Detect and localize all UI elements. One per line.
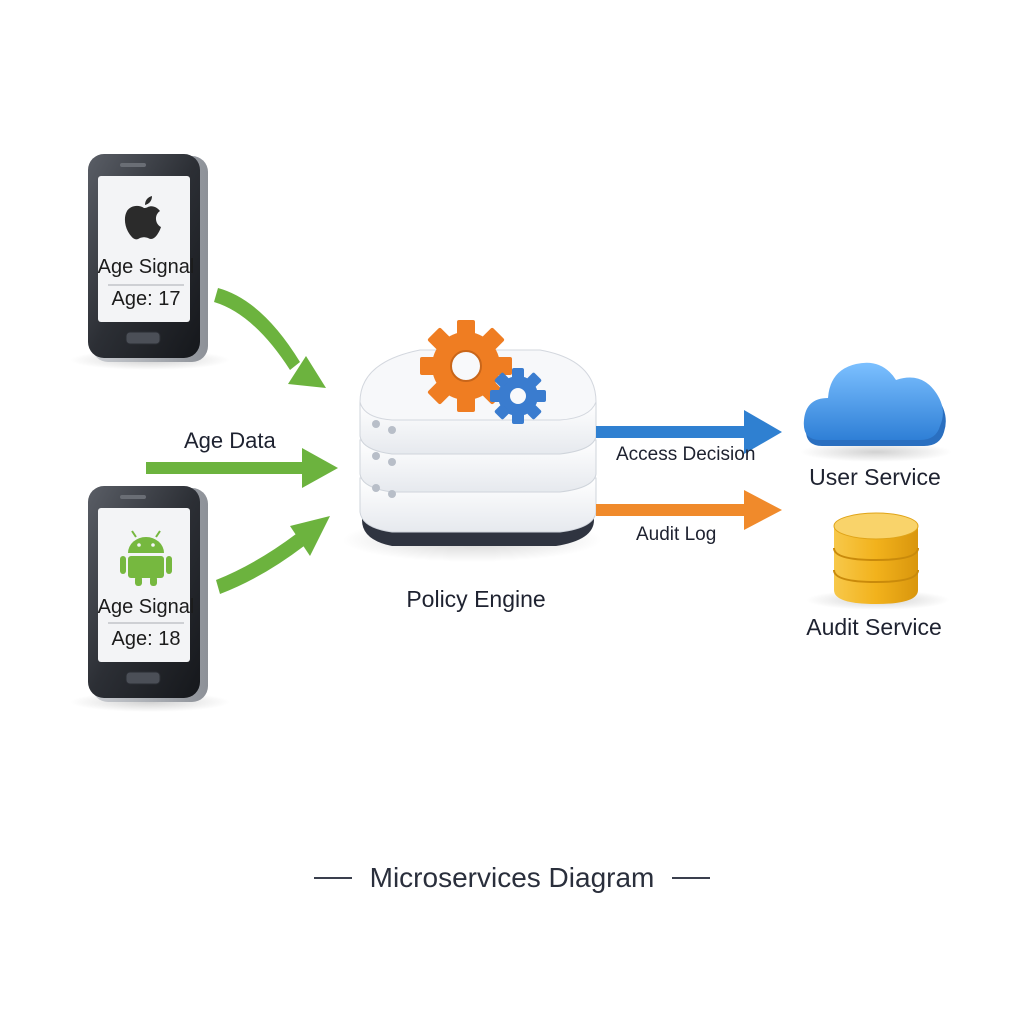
access-decision-arrow: [596, 410, 782, 454]
blue-gear-icon: [490, 368, 546, 424]
access-decision-label: Access Decision: [616, 444, 756, 465]
user-service-label: User Service: [809, 464, 941, 490]
audit-log-arrow: [596, 490, 782, 530]
arrow-age-data-head: [302, 448, 338, 488]
arrow-ios-to-engine-head: [288, 356, 326, 388]
orange-gear-icon: [420, 320, 512, 412]
diagram-title: Microservices Diagram: [369, 862, 655, 893]
audit-log-label: Audit Log: [636, 524, 717, 545]
diagram-title-bar: Microservices Diagram: [0, 862, 1024, 894]
cloud-icon: [800, 362, 952, 462]
policy-engine-label: Policy Engine: [406, 586, 546, 612]
title-rule-right: [672, 877, 711, 879]
arrow-android-to-engine-head: [290, 516, 330, 556]
android-phone: [70, 486, 230, 712]
ios-device-label: Age Signal: [97, 256, 195, 278]
title-rule-left: [313, 877, 352, 879]
ios-phone: [70, 154, 230, 370]
ios-device-age: Age: 17: [111, 288, 181, 310]
policy-engine-server: [342, 320, 602, 562]
audit-service-label: Audit Service: [806, 614, 942, 640]
age-data-arrows: [146, 288, 338, 594]
android-device-age: Age: 18: [111, 628, 181, 650]
android-device-label: Age Signal: [97, 596, 195, 618]
arrow-ios-to-engine: [214, 288, 300, 370]
arrow-age-data: [146, 462, 306, 474]
server-led-dots: [372, 420, 396, 498]
android-logo-icon: [120, 530, 172, 586]
arrow-android-to-engine: [216, 534, 304, 594]
age-data-label: Age Data: [184, 428, 276, 453]
apple-logo-icon: [124, 196, 161, 240]
database-icon: [806, 512, 950, 610]
